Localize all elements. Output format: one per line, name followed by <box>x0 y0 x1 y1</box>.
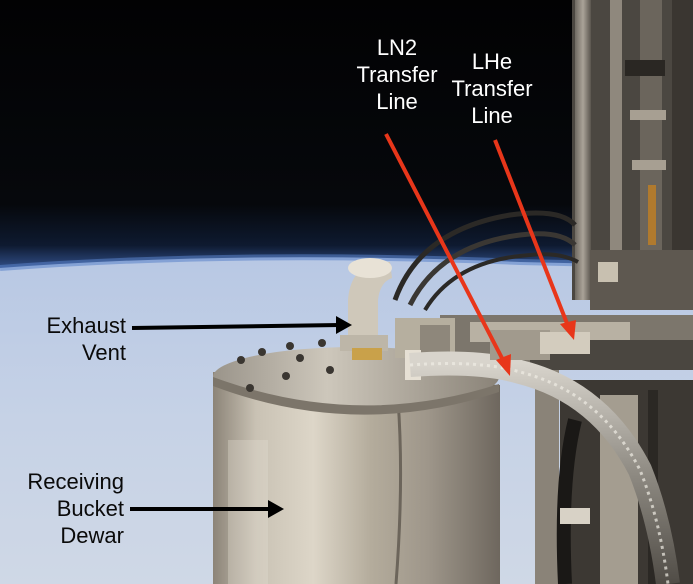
label-line: Transfer <box>356 62 438 87</box>
label-receiving-bucket-dewar: Receiving Bucket Dewar <box>6 468 124 549</box>
label-line: Vent <box>81 340 126 365</box>
label-line: Line <box>376 89 418 114</box>
label-ln2-transfer-line: LN2 Transfer Line <box>352 34 442 115</box>
label-line: Line <box>471 103 513 128</box>
label-line: Transfer <box>451 76 533 101</box>
label-line: LHe <box>471 49 513 74</box>
label-line: Receiving <box>27 469 124 494</box>
label-line: LN2 <box>376 35 418 60</box>
label-line: Dewar <box>60 523 124 548</box>
label-line: Exhaust <box>46 313 127 338</box>
label-exhaust-vent: Exhaust Vent <box>22 312 127 366</box>
label-line: Bucket <box>56 496 124 521</box>
label-lhe-transfer-line: LHe Transfer Line <box>447 48 537 129</box>
